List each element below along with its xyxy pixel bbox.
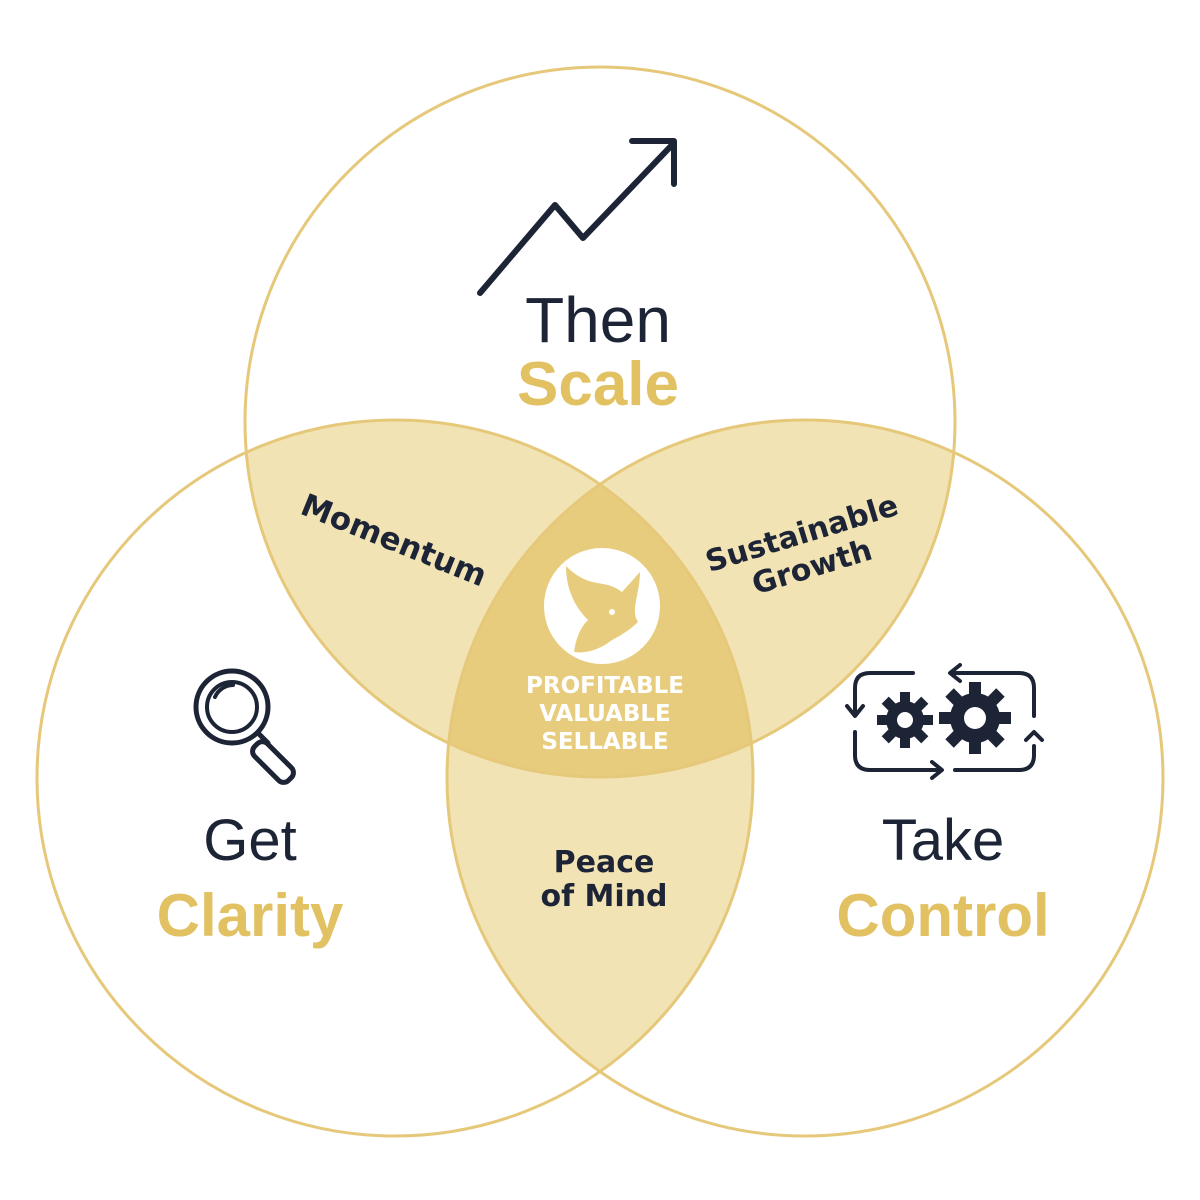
magnifying-glass-icon: [193, 668, 296, 785]
left-circle-line2: Clarity: [157, 882, 344, 949]
overlap-bottom-label-line1: Peace: [554, 845, 655, 880]
circle-left-outline: [35, 418, 755, 1138]
left-circle-line1: Get: [203, 808, 297, 873]
top-circle-line1: Then: [525, 284, 671, 356]
gears-cycle-icon: [845, 663, 1044, 780]
overlap-bottom-label-line2: of Mind: [540, 879, 667, 914]
circle-top-outline: [243, 65, 957, 779]
top-circle-line2: Scale: [517, 350, 679, 419]
circle-right-outline: [445, 418, 1165, 1138]
rhino-logo-icon: [544, 548, 660, 664]
right-circle-line2: Control: [836, 882, 1049, 949]
right-circle-line1: Take: [882, 808, 1005, 873]
trend-arrow-up-icon: [477, 138, 677, 296]
center-label-line3: SELLABLE: [541, 729, 668, 755]
center-label-line2: VALUABLE: [539, 701, 671, 727]
center-label-line1: PROFITABLE: [526, 673, 684, 699]
